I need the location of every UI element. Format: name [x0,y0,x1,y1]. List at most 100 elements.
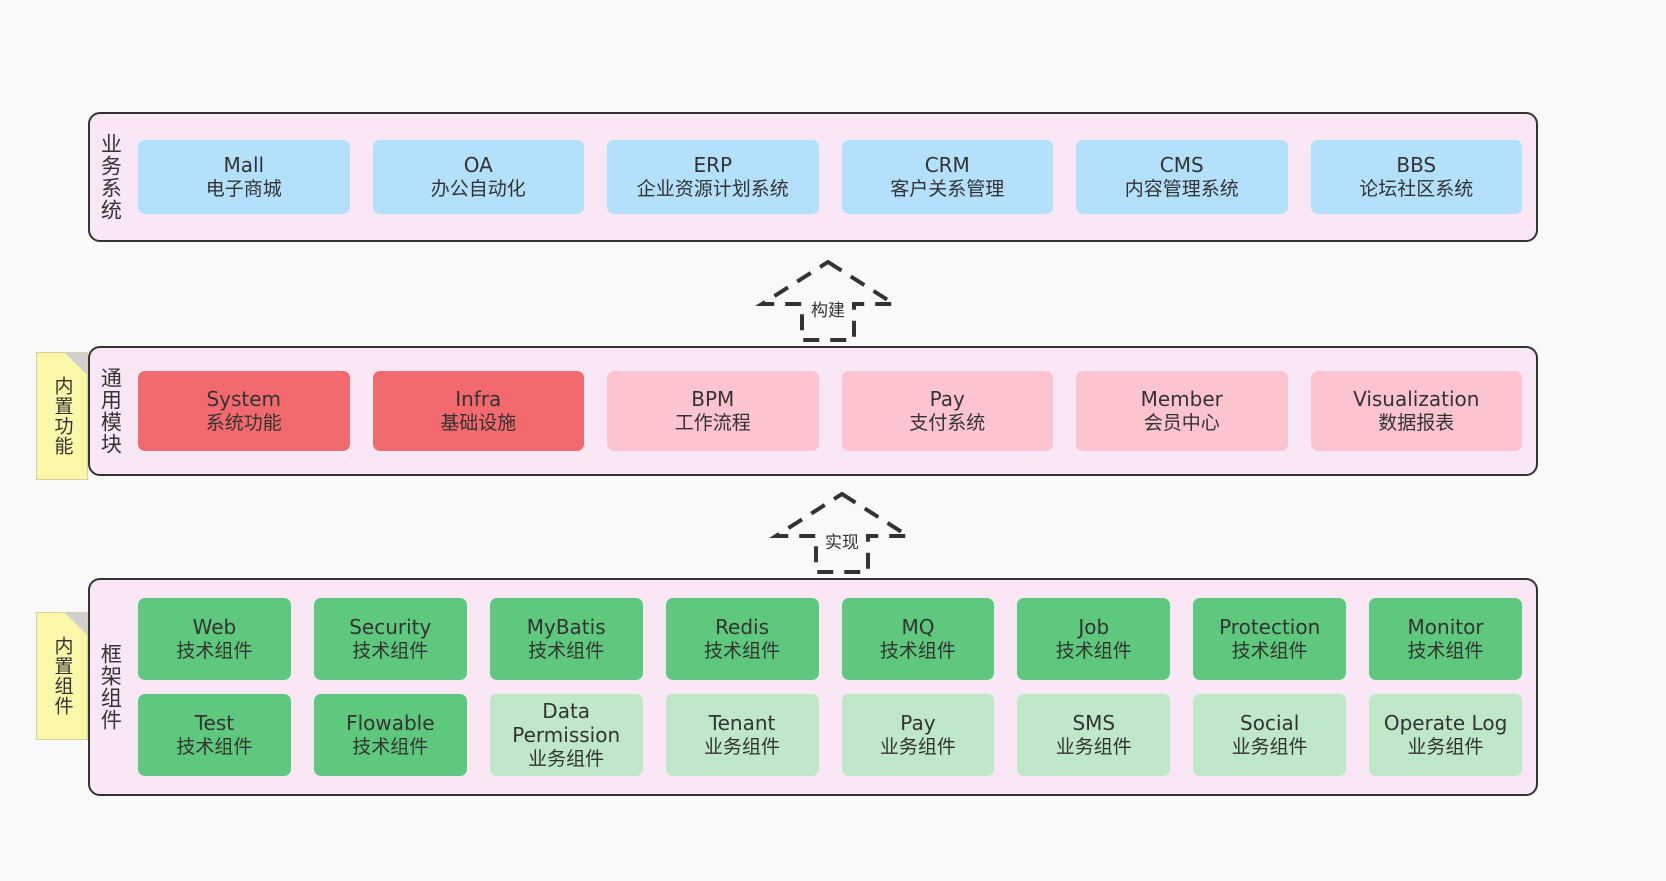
card-subtitle: 业务组件 [1231,735,1308,758]
card-oa[interactable]: OA 办公自动化 [372,140,584,214]
card-tenant[interactable]: Tenant 业务组件 [665,694,819,776]
card-test[interactable]: Test 技术组件 [138,694,291,776]
card-title: Monitor [1407,615,1484,640]
layer-common-module-label: 通用模块 [98,367,123,455]
card-title: Social [1240,711,1300,736]
layer-framework-components-label: 框架组件 [98,643,123,731]
note-builtin-functions-label: 内置功能 [51,376,74,456]
card-title: OA [463,153,493,178]
card-infra[interactable]: Infra 基础设施 [372,371,584,451]
card-subtitle: 办公自动化 [430,177,526,200]
card-title: ERP [693,153,733,178]
card-monitor[interactable]: Monitor 技术组件 [1369,598,1522,680]
card-subtitle: 会员中心 [1143,411,1220,434]
card-title: Mall [223,153,265,178]
card-bpm[interactable]: BPM 工作流程 [607,371,819,451]
connector-implement-arrow: 实现 [769,490,915,576]
note-builtin-components: 内置组件 [36,612,88,740]
card-subtitle: 论坛社区系统 [1359,177,1474,200]
card-subtitle: 基础设施 [440,411,517,434]
card-pay-component[interactable]: Pay 业务组件 [841,694,995,776]
card-mq[interactable]: MQ 技术组件 [841,598,995,680]
card-title: Member [1140,387,1223,412]
card-subtitle: 企业资源计划系统 [636,177,789,200]
card-title: Tenant [708,711,776,736]
card-title: MyBatis [526,615,606,640]
card-sms[interactable]: SMS 业务组件 [1017,694,1171,776]
layer-business-system: 业务系统 Mall 电子商城 OA 办公自动化 ERP 企业资源计划系统 CRM… [88,112,1538,242]
card-subtitle: 支付系统 [909,411,986,434]
card-subtitle: 技术组件 [1055,639,1132,662]
card-title: MQ [901,615,935,640]
card-erp[interactable]: ERP 企业资源计划系统 [607,140,819,214]
card-title: BBS [1396,153,1437,178]
card-protection[interactable]: Protection 技术组件 [1193,598,1347,680]
card-security[interactable]: Security 技术组件 [313,598,467,680]
card-mybatis[interactable]: MyBatis 技术组件 [489,598,643,680]
card-title: System [206,387,282,412]
card-pay-module[interactable]: Pay 支付系统 [841,371,1053,451]
card-subtitle: 技术组件 [704,639,781,662]
card-subtitle: 业务组件 [879,735,956,758]
card-crm[interactable]: CRM 客户关系管理 [841,140,1053,214]
layer-common-module-body: System 系统功能 Infra 基础设施 BPM 工作流程 Pay 支付系统… [130,348,1536,474]
card-flowable[interactable]: Flowable 技术组件 [313,694,467,776]
card-row: Test 技术组件 Flowable 技术组件 Data Permission … [138,694,1522,776]
card-subtitle: 技术组件 [1231,639,1308,662]
card-title: Web [192,615,237,640]
card-title: Infra [455,387,502,412]
card-subtitle: 工作流程 [674,411,751,434]
layer-framework-components: 框架组件 Web 技术组件 Security 技术组件 MyBatis 技术组件… [88,578,1538,796]
card-row: Web 技术组件 Security 技术组件 MyBatis 技术组件 Redi… [138,598,1522,680]
card-title: SMS [1072,711,1116,736]
card-title: BPM [691,387,735,412]
card-job[interactable]: Job 技术组件 [1017,598,1171,680]
connector-implement-label: 实现 [825,533,859,553]
layer-business-system-body: Mall 电子商城 OA 办公自动化 ERP 企业资源计划系统 CRM 客户关系… [130,114,1536,240]
card-subtitle: 电子商城 [205,177,282,200]
card-system[interactable]: System 系统功能 [138,371,350,451]
card-subtitle: 技术组件 [1407,639,1484,662]
card-member[interactable]: Member 会员中心 [1076,371,1288,451]
card-subtitle: 技术组件 [176,639,253,662]
note-builtin-components-label: 内置组件 [51,636,74,716]
card-subtitle: 业务组件 [1407,735,1484,758]
card-title: Protection [1219,615,1321,640]
dashed-up-arrow-icon [769,491,915,574]
card-cms[interactable]: CMS 内容管理系统 [1076,140,1288,214]
card-data-permission[interactable]: Data Permission 业务组件 [489,694,643,776]
card-operate-log[interactable]: Operate Log 业务组件 [1369,694,1522,776]
card-title: Job [1078,615,1110,640]
card-mall[interactable]: Mall 电子商城 [138,140,350,214]
card-bbs[interactable]: BBS 论坛社区系统 [1310,140,1522,214]
card-title: Data Permission [512,699,621,748]
card-subtitle: 业务组件 [528,747,605,770]
dashed-up-arrow-icon [755,259,901,342]
layer-common-module: 通用模块 System 系统功能 Infra 基础设施 BPM 工作流程 Pay… [88,346,1538,476]
card-subtitle: 系统功能 [205,411,282,434]
card-title: Flowable [346,711,435,736]
card-subtitle: 技术组件 [352,639,429,662]
card-subtitle: 技术组件 [879,639,956,662]
card-title: Pay [929,387,965,412]
card-subtitle: 技术组件 [528,639,605,662]
card-subtitle: 业务组件 [1055,735,1132,758]
card-row: Mall 电子商城 OA 办公自动化 ERP 企业资源计划系统 CRM 客户关系… [138,140,1522,214]
card-row: System 系统功能 Infra 基础设施 BPM 工作流程 Pay 支付系统… [138,371,1522,451]
card-redis[interactable]: Redis 技术组件 [665,598,819,680]
card-title: Visualization [1353,387,1480,412]
card-title: Operate Log [1383,711,1508,736]
note-builtin-functions: 内置功能 [36,352,88,480]
card-social[interactable]: Social 业务组件 [1193,694,1347,776]
card-visualization[interactable]: Visualization 数据报表 [1310,371,1522,451]
card-subtitle: 技术组件 [176,735,253,758]
card-web[interactable]: Web 技术组件 [138,598,291,680]
card-title: CMS [1159,153,1204,178]
card-title: Security [349,615,432,640]
connector-build-arrow: 构建 [755,258,901,344]
card-subtitle: 业务组件 [704,735,781,758]
card-subtitle: 客户关系管理 [890,177,1005,200]
card-title: Pay [900,711,936,736]
card-title: CRM [924,153,970,178]
